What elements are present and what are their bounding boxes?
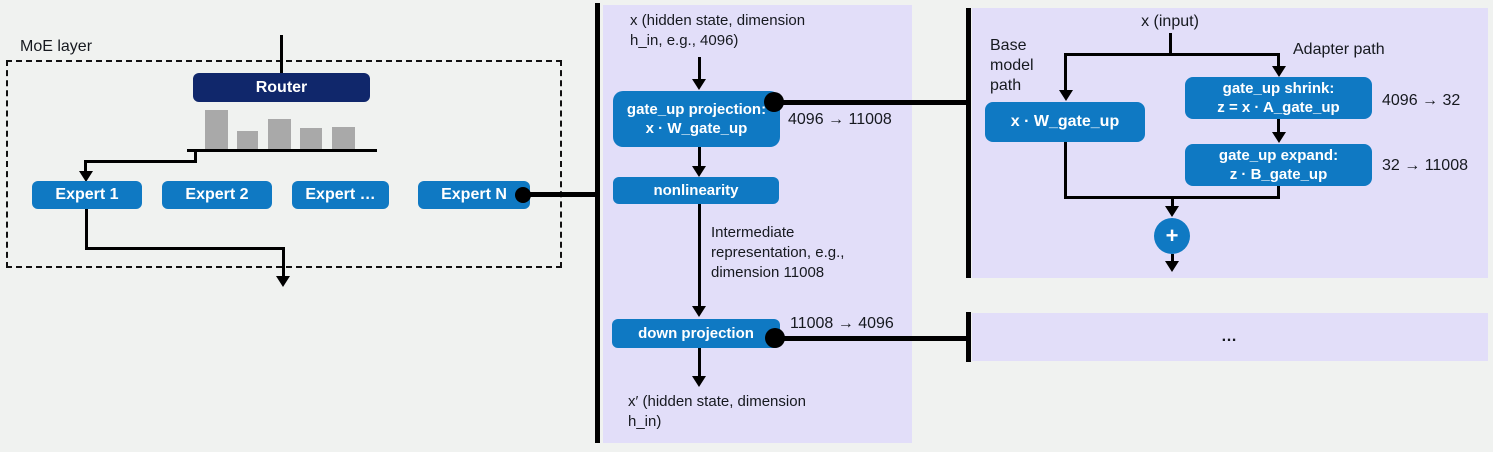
plus-icon: + bbox=[1165, 223, 1179, 248]
hidden-state-input-line2: h_in, e.g., 4096) bbox=[630, 32, 739, 49]
expert-n-label: Expert N bbox=[441, 186, 507, 203]
router-score-bar bbox=[205, 110, 228, 149]
adapter-branch-line bbox=[1277, 53, 1280, 67]
expert-2-box: Expert 2 bbox=[162, 181, 272, 209]
router-score-bar bbox=[300, 128, 322, 149]
gate-up-expand-box: gate_up expand: z · B_gate_up bbox=[1185, 144, 1372, 186]
gate-up-projection-line1: gate_up projection: bbox=[626, 101, 767, 118]
chart-baseline bbox=[187, 149, 377, 152]
sum-node: + bbox=[1154, 218, 1190, 254]
base-model-path-label: Base model path bbox=[990, 36, 1034, 96]
gate-up-projection-line2: x · W_gate_up bbox=[645, 120, 748, 137]
arrowhead-down-icon bbox=[692, 166, 706, 177]
adapter-detail-bracket bbox=[966, 8, 971, 278]
gate-up-dims-label: 4096 → 11008 bbox=[788, 111, 892, 128]
ellipsis-panel: … bbox=[972, 313, 1488, 361]
shrink-to-expand-line bbox=[1277, 119, 1280, 133]
base-weight-label: x · W_gate_up bbox=[1010, 113, 1120, 130]
router-to-expert-line bbox=[194, 150, 197, 163]
hidden-state-input-label: x (hidden state, dimension h_in, e.g., 4… bbox=[630, 11, 805, 51]
expert-1-box: Expert 1 bbox=[32, 181, 142, 209]
base-path-line1: Base bbox=[990, 37, 1027, 54]
down-projection-label: down projection bbox=[638, 325, 754, 342]
gate-up-shrink-line2: z = x · A_gate_up bbox=[1217, 99, 1340, 116]
intermediate-line2: representation, e.g., bbox=[711, 244, 845, 261]
down-projection-box: down projection bbox=[612, 319, 780, 348]
intermediate-line3: dimension 11008 bbox=[711, 264, 825, 281]
base-path-line2: model bbox=[990, 57, 1034, 74]
expert-detail-panel bbox=[603, 5, 912, 443]
arrowhead-down-icon bbox=[1059, 90, 1073, 101]
arrowhead-down-icon bbox=[692, 376, 706, 387]
intermediate-representation-label: Intermediate representation, e.g., dimen… bbox=[711, 223, 844, 283]
x-input-label: x (input) bbox=[1141, 13, 1199, 30]
expert-ellipsis-label: Expert … bbox=[305, 186, 376, 203]
expert-n-callout-line bbox=[523, 192, 596, 197]
gate-up-expand-line2: z · B_gate_up bbox=[1229, 166, 1328, 183]
base-path-line3: path bbox=[990, 77, 1022, 94]
router-box: Router bbox=[193, 73, 370, 102]
moe-layer-title: MoE layer bbox=[20, 38, 93, 55]
expert-1-label: Expert 1 bbox=[55, 186, 119, 203]
arrowhead-down-icon bbox=[1272, 132, 1286, 143]
router-to-expert-line bbox=[84, 160, 197, 163]
gate-up-shrink-box: gate_up shrink: z = x · A_gate_up bbox=[1185, 77, 1372, 119]
input-stem-line bbox=[1169, 33, 1172, 55]
nonlinearity-label: nonlinearity bbox=[653, 182, 739, 199]
adapter-detail-panel bbox=[972, 8, 1488, 278]
router-label: Router bbox=[255, 78, 308, 96]
expert-output-line bbox=[85, 247, 285, 250]
gate-up-projection-box: gate_up projection: x · W_gate_up bbox=[613, 91, 780, 147]
hidden-state-input-line1: x (hidden state, dimension bbox=[630, 12, 806, 29]
merge-stem-line bbox=[1171, 196, 1174, 207]
adapter-merge-line bbox=[1277, 186, 1280, 199]
expert-n-box: Expert N bbox=[418, 181, 530, 209]
arrowhead-down-icon bbox=[692, 306, 706, 317]
adapter-path-label: Adapter path bbox=[1293, 41, 1385, 58]
hidden-state-output-label: x′ (hidden state, dimension h_in) bbox=[628, 392, 806, 432]
base-branch-line bbox=[1064, 53, 1067, 90]
router-scores-chart bbox=[187, 105, 377, 149]
expert-ellipsis-box: Expert … bbox=[292, 181, 389, 209]
flow-line bbox=[698, 147, 701, 167]
hidden-state-output-line2: h_in) bbox=[628, 413, 662, 430]
gate-up-shrink-line1: gate_up shrink: bbox=[1222, 80, 1335, 97]
ellipsis-label: … bbox=[1221, 328, 1239, 345]
expert-detail-bracket bbox=[595, 3, 600, 443]
flow-line bbox=[698, 204, 701, 307]
base-weight-box: x · W_gate_up bbox=[985, 102, 1145, 142]
router-to-expert-line bbox=[84, 160, 87, 172]
router-input-line bbox=[280, 35, 283, 73]
down-projection-callout-line bbox=[775, 336, 966, 341]
arrowhead-down-icon bbox=[276, 276, 290, 287]
router-score-bar bbox=[332, 127, 355, 149]
arrowhead-down-icon bbox=[1272, 66, 1286, 77]
router-score-bar bbox=[237, 131, 258, 149]
flow-line bbox=[698, 57, 701, 80]
router-score-bar bbox=[268, 119, 291, 149]
intermediate-line1: Intermediate bbox=[711, 224, 795, 241]
shrink-dims-label: 4096 → 32 bbox=[1382, 92, 1461, 109]
expert-2-label: Expert 2 bbox=[185, 186, 249, 203]
base-merge-line bbox=[1064, 142, 1067, 199]
sum-output-line bbox=[1171, 254, 1174, 262]
nonlinearity-box: nonlinearity bbox=[613, 177, 779, 204]
arrowhead-down-icon bbox=[79, 171, 93, 182]
arrowhead-down-icon bbox=[1165, 206, 1179, 217]
expert-output-line bbox=[282, 249, 285, 277]
expand-dims-label: 32 → 11008 bbox=[1382, 157, 1468, 174]
hidden-state-output-line1: x′ (hidden state, dimension bbox=[628, 393, 806, 410]
gate-up-callout-line bbox=[774, 100, 966, 105]
down-dims-label: 11008 → 4096 bbox=[790, 315, 894, 332]
expert-output-line bbox=[85, 209, 88, 250]
flow-line bbox=[698, 348, 701, 377]
gate-up-expand-line1: gate_up expand: bbox=[1218, 147, 1339, 164]
arrowhead-down-icon bbox=[1165, 261, 1179, 272]
branch-line bbox=[1064, 53, 1280, 56]
ellipsis-panel-bracket bbox=[966, 312, 971, 362]
arrowhead-down-icon bbox=[692, 79, 706, 90]
